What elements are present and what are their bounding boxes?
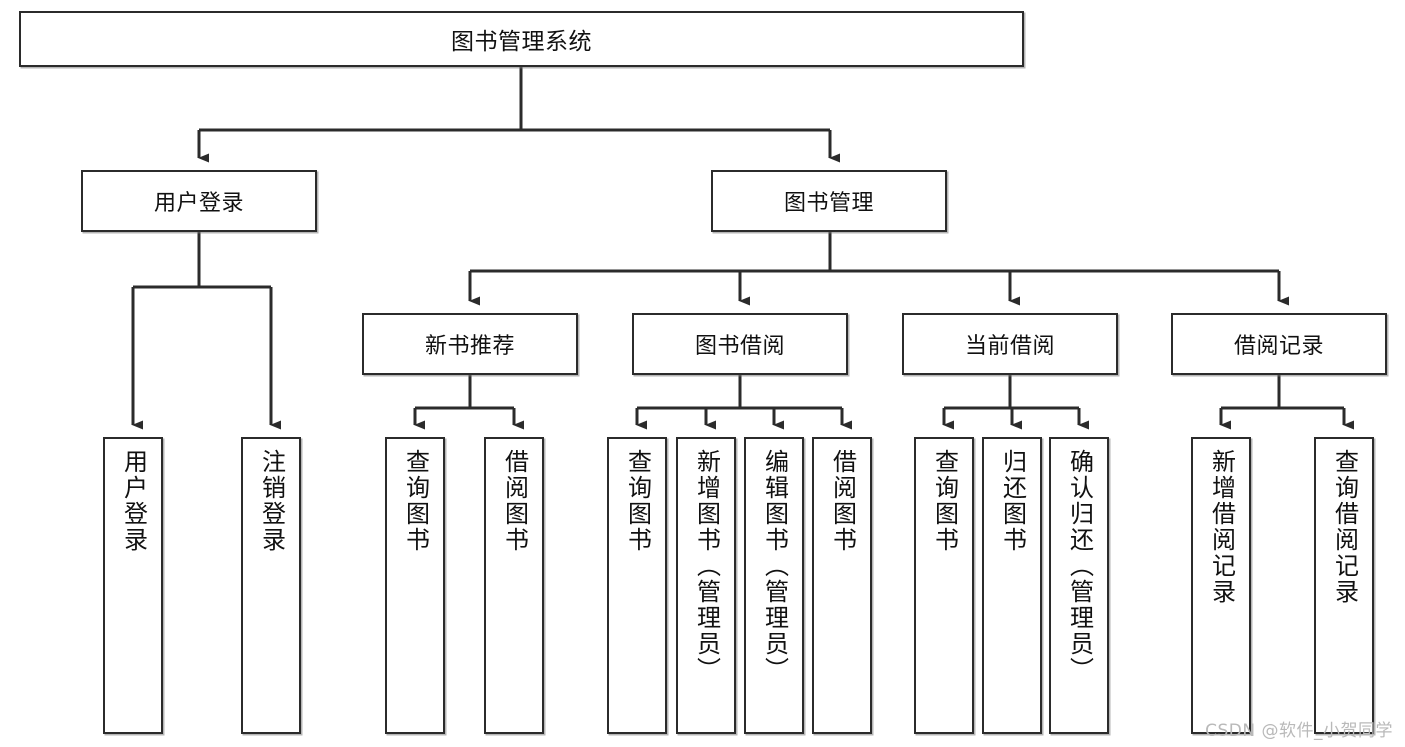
node-label: 借阅记录	[1233, 334, 1324, 359]
node-label: 用户登录	[119, 449, 148, 553]
node-leaf-user-login[interactable]: 用户登录	[103, 437, 163, 734]
node-label: 查询图书	[930, 449, 959, 553]
node-label: 图书借阅	[694, 334, 785, 359]
node-user-login[interactable]: 用户登录	[81, 170, 317, 232]
node-leaf-confirm-return[interactable]: 确认归还（管理员）	[1049, 437, 1109, 734]
node-label: 借阅图书	[828, 449, 857, 553]
node-borrow-record[interactable]: 借阅记录	[1171, 313, 1387, 375]
node-root-system[interactable]: 图书管理系统	[19, 11, 1024, 67]
node-leaf-add-book[interactable]: 新增图书（管理员）	[676, 437, 736, 734]
node-book-management[interactable]: 图书管理	[711, 170, 947, 232]
node-label: 新增借阅记录	[1207, 449, 1236, 605]
node-current-borrow[interactable]: 当前借阅	[902, 313, 1118, 375]
node-label: 借阅图书	[500, 449, 529, 553]
node-label: 确认归还（管理员）	[1065, 449, 1094, 683]
node-leaf-query-book-2[interactable]: 查询图书	[607, 437, 667, 734]
node-leaf-query-book-1[interactable]: 查询图书	[385, 437, 445, 734]
node-label: 图书管理	[783, 191, 874, 216]
node-leaf-add-record[interactable]: 新增借阅记录	[1191, 437, 1251, 734]
node-label: 新增图书（管理员）	[692, 449, 721, 683]
node-label: 新书推荐	[424, 334, 515, 359]
node-label: 编辑图书（管理员）	[760, 449, 789, 683]
node-label: 当前借阅	[964, 334, 1055, 359]
node-label: 查询图书	[623, 449, 652, 553]
node-label: 图书管理系统	[451, 29, 592, 55]
node-leaf-return-book[interactable]: 归还图书	[982, 437, 1042, 734]
node-leaf-query-record[interactable]: 查询借阅记录	[1314, 437, 1374, 734]
node-book-borrow[interactable]: 图书借阅	[632, 313, 848, 375]
node-leaf-borrow-book-1[interactable]: 借阅图书	[484, 437, 544, 734]
node-leaf-logout-login[interactable]: 注销登录	[241, 437, 301, 734]
node-leaf-borrow-book-2[interactable]: 借阅图书	[812, 437, 872, 734]
node-label: 查询图书	[401, 449, 430, 553]
node-label: 查询借阅记录	[1330, 449, 1359, 605]
node-label: 用户登录	[153, 191, 244, 216]
node-label: 归还图书	[998, 449, 1027, 553]
node-leaf-edit-book[interactable]: 编辑图书（管理员）	[744, 437, 804, 734]
node-leaf-query-book-3[interactable]: 查询图书	[914, 437, 974, 734]
node-label: 注销登录	[257, 449, 286, 553]
watermark-text: CSDN @软件_小贺同学	[1205, 721, 1393, 741]
node-new-book-recommend[interactable]: 新书推荐	[362, 313, 578, 375]
